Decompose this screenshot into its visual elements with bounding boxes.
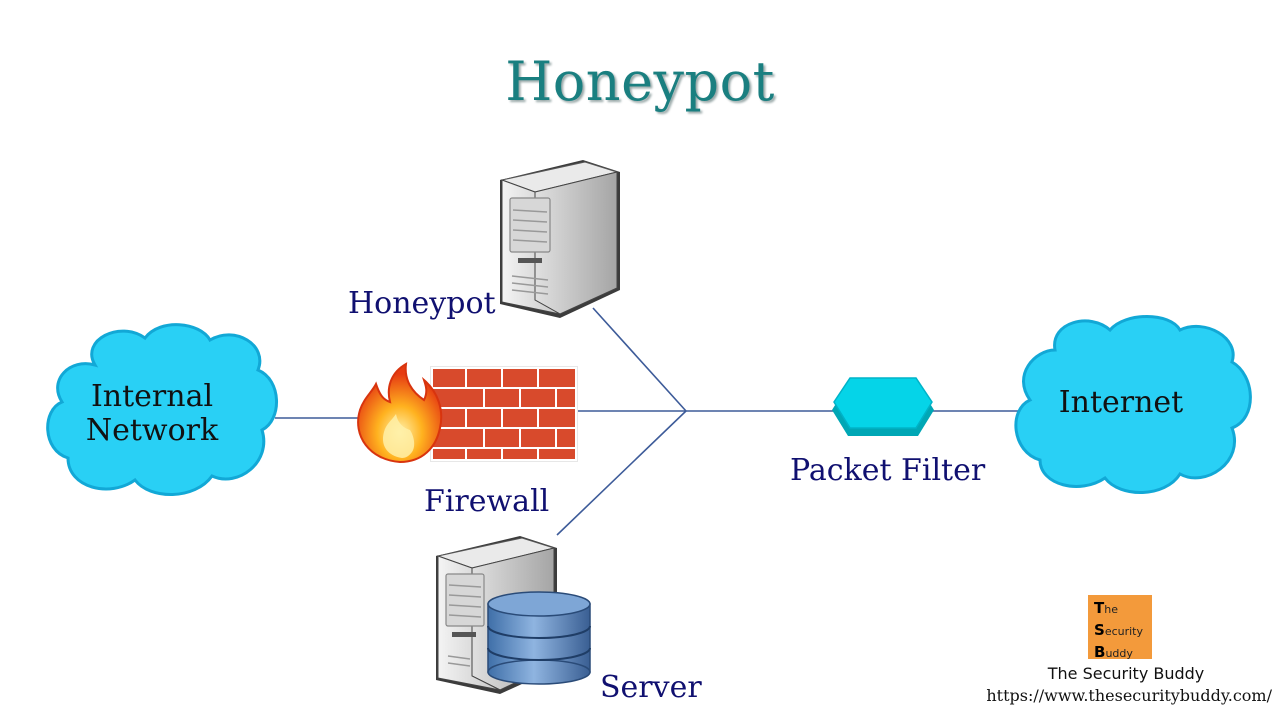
logo-word-he: he [1104, 603, 1118, 616]
internet-label: Internet [1058, 385, 1184, 420]
internal-network-cloud [46, 323, 278, 496]
firewall-icon [430, 366, 578, 462]
database-server-icon [436, 536, 591, 694]
logo-word-uddy: uddy [1105, 647, 1133, 660]
internal-network-label-line1: Internal [90, 379, 214, 414]
honeypot-server-icon [500, 160, 620, 318]
flame-icon [357, 362, 443, 464]
logo-word-ecurity: ecurity [1104, 625, 1144, 638]
diagram-title: Honeypot [505, 50, 775, 113]
brand-name: The Security Buddy [1047, 664, 1205, 683]
honeypot-label: Honeypot [348, 286, 496, 321]
logo-letter-s: S [1094, 621, 1105, 639]
security-buddy-logo: The Security Buddy [1088, 595, 1152, 661]
firewall-label: Firewall [424, 484, 550, 519]
server-label: Server [600, 670, 702, 705]
logo-letter-t: T [1094, 599, 1105, 617]
brand-url: https://www.thesecuritybuddy.com/ [986, 686, 1272, 705]
packet-filter-label: Packet Filter [790, 453, 986, 488]
internet-cloud [1014, 315, 1252, 494]
link-honeypot-hub [592, 307, 687, 412]
packet-filter-icon [832, 377, 934, 436]
connection-lines [275, 307, 1020, 536]
internal-network-label-line2: Network [85, 413, 219, 448]
internal-network-label: Internal Network [70, 380, 234, 448]
logo-letter-b: B [1094, 643, 1106, 661]
link-server-hub [556, 410, 687, 536]
